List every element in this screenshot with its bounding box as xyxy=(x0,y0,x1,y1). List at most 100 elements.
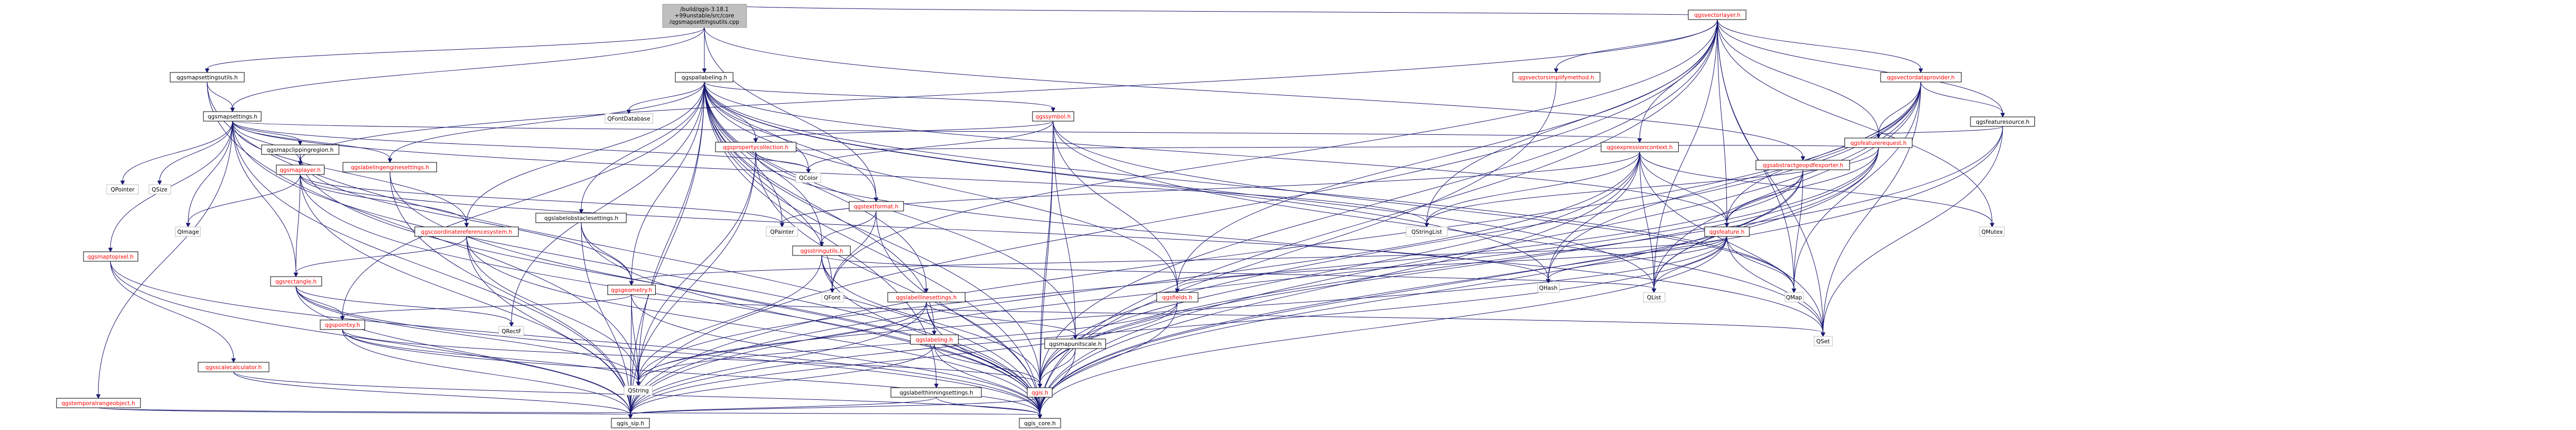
edge-line xyxy=(631,236,1727,282)
node-label: qgsmapunitscale.h xyxy=(1049,341,1102,347)
node-qgspallabeling[interactable]: qgspallabeling.h xyxy=(675,72,733,83)
node-label: qgsmapclippingregion.h xyxy=(267,147,334,153)
edge-line xyxy=(1878,81,1921,135)
node-qgsmapunitscale[interactable]: qgsmapunitscale.h xyxy=(1044,338,1106,349)
node-box xyxy=(106,184,139,195)
edge-line xyxy=(581,222,632,282)
node-qgscoordinatereferencesystem[interactable]: qgscoordinatereferencesystem.h xyxy=(414,226,519,237)
node-box xyxy=(624,385,653,396)
edge-qgsvectorlayer-to-qgsfeaturesource xyxy=(1717,19,2005,118)
node-qgsvectorlayer[interactable]: qgsvectorlayer.h xyxy=(1688,10,1746,20)
edge-line xyxy=(704,81,927,289)
node-qgsrectangle[interactable]: qgsrectangle.h xyxy=(270,276,322,287)
node-box xyxy=(1643,292,1666,303)
edge-line xyxy=(631,294,639,382)
node-qgsmapclippingregion[interactable]: qgsmapclippingregion.h xyxy=(261,144,339,155)
node-qgsstringutils[interactable]: qgsstringutils.h xyxy=(792,245,851,256)
edge-line xyxy=(704,27,877,198)
edge-qgslabelingenginesettings-to-qgis_sip xyxy=(389,171,633,419)
edge-qgssymbol-to-qcolor xyxy=(806,121,1054,174)
edge-qgspallabeling-to-qgslabelobstaclesettings xyxy=(579,81,705,214)
edge-qgspallabeling-to-qgis xyxy=(704,81,1043,389)
edge-qgsmapsettings-to-qpointer xyxy=(120,121,233,186)
edge-qgspallabeling-to-qgis_core xyxy=(704,81,1043,419)
edge-line xyxy=(300,174,631,415)
edge-arrowhead xyxy=(297,141,303,146)
node-box xyxy=(1044,338,1106,349)
node-box xyxy=(715,142,797,152)
node-qgis-sip[interactable]: qgis_sip.h xyxy=(611,418,650,428)
edge-line xyxy=(821,211,877,243)
node-qgspropertycollection[interactable]: qgspropertycollection.h xyxy=(715,142,797,152)
node-box xyxy=(203,111,262,122)
edge-line xyxy=(1639,19,1718,139)
node-qgslabelobstaclesettings[interactable]: qgslabelobstaclesettings.h xyxy=(535,213,627,223)
edge-qgstextformat-to-qgsstringutils xyxy=(819,211,877,247)
node-qgstextformat[interactable]: qgstextformat.h xyxy=(849,201,904,212)
edge-arrowhead xyxy=(924,288,929,294)
edge-line xyxy=(342,81,705,317)
edge-line xyxy=(704,81,1727,224)
node-qgsmapsettings[interactable]: qgsmapsettings.h xyxy=(203,111,262,122)
edge-line xyxy=(1039,236,1727,415)
edge-arrowhead xyxy=(779,223,785,228)
node-box xyxy=(1970,116,2035,127)
node-qgsgeometry[interactable]: qgsgeometry.h xyxy=(607,285,656,295)
node-qgsfeature[interactable]: qgsfeature.h xyxy=(1704,226,1750,237)
node-box xyxy=(1406,226,1448,237)
node-qgsscalecalculator[interactable]: qgsscalecalculator.h xyxy=(198,362,269,372)
edge-line xyxy=(704,81,756,139)
edge-qgsvectordataprovider-to-qset xyxy=(1820,81,1921,337)
node-qcolor: QColor xyxy=(795,172,821,183)
edge-line xyxy=(295,286,639,382)
node-qgslabeling[interactable]: qgslabeling.h xyxy=(910,334,959,345)
node-qgsmapsettingsutils[interactable]: qgsmapsettingsutils.h xyxy=(170,72,245,83)
edge-line xyxy=(295,286,631,415)
edge-arrowhead xyxy=(185,223,191,228)
edge-arrowhead xyxy=(1637,138,1642,143)
node-box xyxy=(662,4,747,28)
edge-qgsvectorlayer-to-qgis_core xyxy=(1037,19,1718,419)
edge-line xyxy=(630,397,1040,415)
node-qgslabellinesettings[interactable]: qgslabellinesettings.h xyxy=(887,292,965,303)
node-qgis-core[interactable]: qgis_core.h xyxy=(1019,418,1061,428)
edge-line xyxy=(342,329,1040,385)
node-qgsvectordataprovider[interactable]: qgsvectordataprovider.h xyxy=(1880,72,1962,83)
node-qgsvectorsimplifymethod[interactable]: qgsvectorsimplifymethod.h xyxy=(1512,72,1601,83)
node-qgstemporalrangeobject[interactable]: qgstemporalrangeobject.h xyxy=(56,398,141,408)
edge-line xyxy=(110,121,233,249)
node-qgis[interactable]: qgis.h xyxy=(1027,387,1053,398)
node-box xyxy=(270,276,322,287)
node-qgssymbol[interactable]: qgssymbol.h xyxy=(1032,111,1074,122)
node-qgsfeaturesource[interactable]: qgsfeaturesource.h xyxy=(1970,116,2035,127)
node-qgslabelingenginesettings[interactable]: qgslabelingenginesettings.h xyxy=(342,162,437,172)
node-qgsmaptopixel[interactable]: qgsmaptopixel.h xyxy=(83,251,138,262)
node-qgsfields[interactable]: qgsfields.h xyxy=(1156,292,1198,303)
node-box xyxy=(821,292,844,303)
node-box xyxy=(56,398,141,408)
node-qmap: QMap xyxy=(1784,292,1804,303)
edge-line xyxy=(1653,81,1921,289)
node-qgslabelthinningsettings[interactable]: qgslabelthinningsettings.h xyxy=(890,387,982,398)
edge-qgslabellinesettings-to-qgis_core xyxy=(926,301,1043,419)
edge-line xyxy=(1039,348,1076,415)
edge-line xyxy=(1726,236,1794,289)
node-label: qgstextformat.h xyxy=(854,204,899,210)
node-box xyxy=(342,162,437,172)
edge-line xyxy=(1726,236,1824,333)
node-qgsexpressioncontext[interactable]: qgsexpressioncontext.h xyxy=(1601,142,1679,152)
node-label: qgslabelingenginesettings.h xyxy=(351,164,429,171)
node-box xyxy=(1814,336,1833,346)
node-qgsabstractgeopdfexporter[interactable]: qgsabstractgeopdfexporter.h xyxy=(1755,160,1850,170)
node-box xyxy=(1755,160,1850,170)
node-qgspointxy[interactable]: qgspointxy.h xyxy=(320,319,365,330)
edge-qgsmapsettingsutils-to-qgsmapsettings xyxy=(207,81,235,113)
edge-arrowhead xyxy=(753,138,758,143)
edge-qgsvectorlayer-to-qset xyxy=(1717,19,1826,337)
node-qgsfeaturerequest[interactable]: qgsfeaturerequest.h xyxy=(1844,138,1913,148)
node-qgsmaplayer[interactable]: qgsmaplayer.h xyxy=(276,164,325,175)
edge-line xyxy=(295,174,301,273)
node-box xyxy=(910,334,959,345)
edge-line xyxy=(934,344,1040,385)
